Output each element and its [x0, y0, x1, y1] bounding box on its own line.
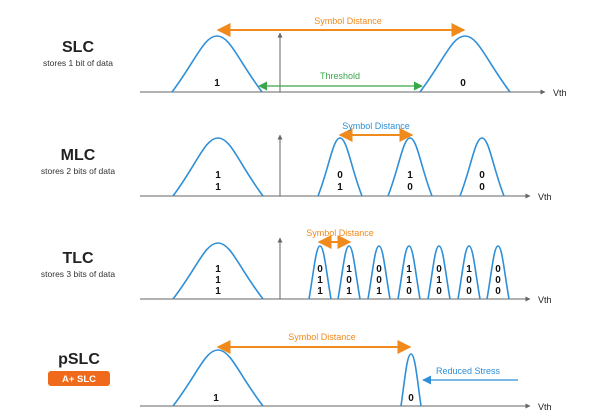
bit-label: 0 [495, 286, 501, 297]
symbol-distance-label: Symbol Distance [306, 228, 374, 238]
section-tlc: TLC stores 3 bits of data Vth 1 1 1 0 1 … [41, 228, 552, 305]
state-curve [172, 242, 264, 300]
bit-label: 1 [466, 264, 472, 275]
state-curve [367, 245, 391, 300]
bit-label: 1 [346, 264, 352, 275]
bit-label: 0 [479, 170, 485, 181]
vth-label: Vth [538, 295, 552, 305]
bit-label: 1 [436, 275, 442, 286]
bit-label: 1 [337, 182, 343, 193]
bit-label: 0 [408, 393, 414, 404]
bit-label: 1 [317, 286, 323, 297]
state-curve [400, 353, 422, 407]
state-curve [397, 245, 421, 300]
state-curve [427, 245, 451, 300]
bit-label: 1 [214, 78, 220, 89]
section-slc: SLC stores 1 bit of data Vth 1 0 Symbol … [43, 16, 566, 98]
bit-label: 1 [406, 275, 412, 286]
bit-label: 0 [337, 170, 343, 181]
bit-label: 0 [466, 275, 472, 286]
bit-label: 1 [215, 182, 221, 193]
state-curve [459, 137, 505, 197]
vth-label: Vth [538, 192, 552, 202]
bit-label: 0 [346, 275, 352, 286]
bit-label: 1 [215, 275, 221, 286]
bit-label: 0 [460, 78, 466, 89]
bit-label: 0 [406, 286, 412, 297]
bit-label: 1 [215, 286, 221, 297]
section-title: SLC [62, 39, 94, 56]
bit-label: 1 [317, 275, 323, 286]
section-title: TLC [62, 250, 94, 267]
section-mlc: MLC stores 2 bits of data Vth 1 1 0 1 1 … [41, 121, 552, 202]
aplus-slc-badge [48, 371, 110, 386]
state-curve [172, 137, 264, 197]
bit-label: 0 [436, 264, 442, 275]
vth-label: Vth [538, 402, 552, 412]
bit-label: 1 [406, 264, 412, 275]
section-title: pSLC [58, 351, 100, 368]
bit-label: 0 [495, 275, 501, 286]
state-curve [457, 245, 481, 300]
bit-label: 0 [317, 264, 323, 275]
bit-label: 1 [215, 264, 221, 275]
section-pslc: pSLC A+ SLC Vth 1 0 Symbol Distance Redu… [48, 332, 552, 412]
symbol-distance-label: Symbol Distance [314, 16, 382, 26]
bit-label: 0 [376, 275, 382, 286]
bit-label: 1 [215, 170, 221, 181]
section-description: stores 1 bit of data [43, 58, 113, 68]
bit-label: 0 [376, 264, 382, 275]
bit-label: 1 [376, 286, 382, 297]
threshold-label: Threshold [320, 71, 360, 81]
section-description: stores 3 bits of data [41, 269, 115, 279]
bit-label: 0 [466, 286, 472, 297]
state-curve [486, 245, 510, 300]
section-title: MLC [61, 147, 96, 164]
bit-label: 0 [436, 286, 442, 297]
reduced-stress-label: Reduced Stress [436, 366, 501, 376]
bit-label: 0 [479, 182, 485, 193]
bit-label: 1 [213, 393, 219, 404]
vth-label: Vth [553, 88, 567, 98]
badge-label: A+ SLC [62, 374, 96, 385]
bit-label: 1 [407, 170, 413, 181]
symbol-distance-label: Symbol Distance [342, 121, 410, 131]
section-description: stores 2 bits of data [41, 166, 115, 176]
symbol-distance-label: Symbol Distance [288, 332, 356, 342]
bit-label: 1 [346, 286, 352, 297]
bit-label: 0 [407, 182, 413, 193]
bit-label: 0 [495, 264, 501, 275]
